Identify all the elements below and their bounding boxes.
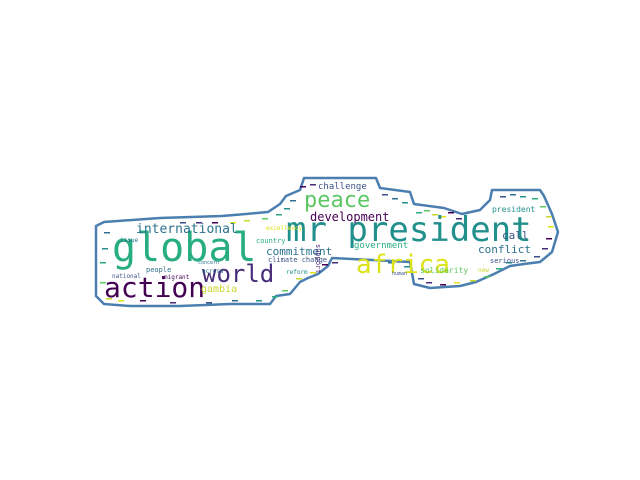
word-world: world	[202, 260, 275, 288]
filler-word-mark	[424, 210, 430, 212]
filler-word-mark	[542, 248, 548, 250]
word-solidarity: solidarity	[420, 266, 469, 275]
word-action: action	[104, 271, 206, 304]
word-climate-change: climate change	[268, 256, 328, 264]
filler-word-mark	[484, 276, 490, 278]
filler-word-mark	[118, 300, 124, 302]
filler-word-mark	[546, 238, 552, 240]
filler-word-mark	[272, 296, 278, 298]
word-people: people	[146, 266, 172, 274]
filler-word-mark	[402, 202, 408, 204]
filler-word-mark	[170, 302, 176, 304]
word-concern: concern	[198, 260, 220, 266]
word-country: country	[256, 237, 286, 245]
filler-word-mark	[276, 214, 282, 216]
filler-word-mark	[388, 262, 394, 264]
filler-word-mark	[262, 218, 268, 220]
word-excellency: excellency	[266, 225, 303, 232]
filler-word-mark	[180, 222, 186, 224]
filler-word-mark	[300, 186, 306, 188]
word-reform: reform	[286, 269, 308, 276]
filler-word-mark	[426, 282, 432, 284]
filler-word-mark	[416, 212, 422, 214]
filler-word-mark	[310, 272, 316, 274]
word-serious: serious	[490, 257, 520, 265]
filler-word-mark	[382, 194, 388, 196]
filler-word-mark	[546, 216, 552, 218]
filler-word-mark	[332, 262, 338, 264]
word-new: new	[478, 267, 489, 274]
word-peace: peace	[304, 188, 371, 213]
filler-word-mark	[540, 206, 546, 208]
filler-word-mark	[230, 222, 236, 224]
word-commitment: commitment	[266, 245, 333, 258]
word-support: support	[314, 244, 322, 274]
filler-word-mark	[106, 298, 112, 300]
filler-word-mark	[256, 300, 262, 302]
filler-word-mark	[232, 300, 238, 302]
filler-word-mark	[532, 198, 538, 200]
filler-word-mark	[448, 212, 454, 214]
filler-word-mark	[100, 262, 106, 264]
filler-word-mark	[100, 282, 106, 284]
word-across: across	[202, 268, 224, 275]
filler-word-mark	[534, 256, 540, 258]
word-gambia: gambia	[201, 284, 238, 295]
filler-word-mark	[290, 200, 296, 202]
filler-word-mark	[140, 300, 146, 302]
filler-word-mark	[296, 278, 302, 280]
word-mr-president: mr president	[286, 210, 532, 250]
word-international: international	[136, 222, 238, 237]
filler-word-mark	[196, 222, 202, 224]
word-challenge: challenge	[318, 182, 367, 192]
word-national: national	[112, 273, 141, 280]
filler-word-mark	[418, 278, 424, 280]
filler-word-mark	[432, 214, 438, 216]
filler-word-mark	[440, 284, 446, 286]
filler-word-mark	[454, 282, 460, 284]
word-migrant: migrant	[164, 274, 190, 281]
filler-word-mark	[244, 220, 250, 222]
filler-word-mark	[510, 194, 516, 196]
filler-word-mark	[456, 218, 462, 220]
word-issue: issue	[120, 237, 139, 244]
filler-word-mark	[548, 226, 554, 228]
gambia-map-outline	[94, 176, 560, 308]
word-human: human	[392, 271, 408, 277]
filler-word-mark	[470, 280, 476, 282]
word-conflict: conflict	[478, 243, 531, 256]
filler-word-mark	[362, 264, 368, 266]
filler-word-mark	[404, 266, 410, 268]
word-africa: africa	[356, 250, 450, 280]
filler-word-mark	[520, 260, 526, 262]
filler-word-mark	[506, 262, 512, 264]
filler-word-mark	[284, 208, 290, 210]
word-government: government	[354, 241, 409, 251]
word-president: president	[492, 205, 536, 214]
filler-word-mark	[310, 184, 316, 186]
filler-word-mark	[104, 232, 110, 234]
filler-word-mark	[392, 198, 398, 200]
filler-word-mark	[282, 290, 288, 292]
filler-word-mark	[102, 248, 108, 250]
filler-word-mark	[206, 302, 212, 304]
word-call: call	[502, 229, 529, 242]
word-global: global	[112, 225, 257, 271]
filler-word-mark	[322, 264, 328, 266]
filler-word-mark	[440, 216, 446, 218]
filler-word-mark	[212, 222, 218, 224]
word-development: development	[310, 210, 390, 224]
filler-word-mark	[520, 196, 526, 198]
filler-word-mark	[496, 268, 502, 270]
filler-word-mark	[500, 196, 506, 198]
